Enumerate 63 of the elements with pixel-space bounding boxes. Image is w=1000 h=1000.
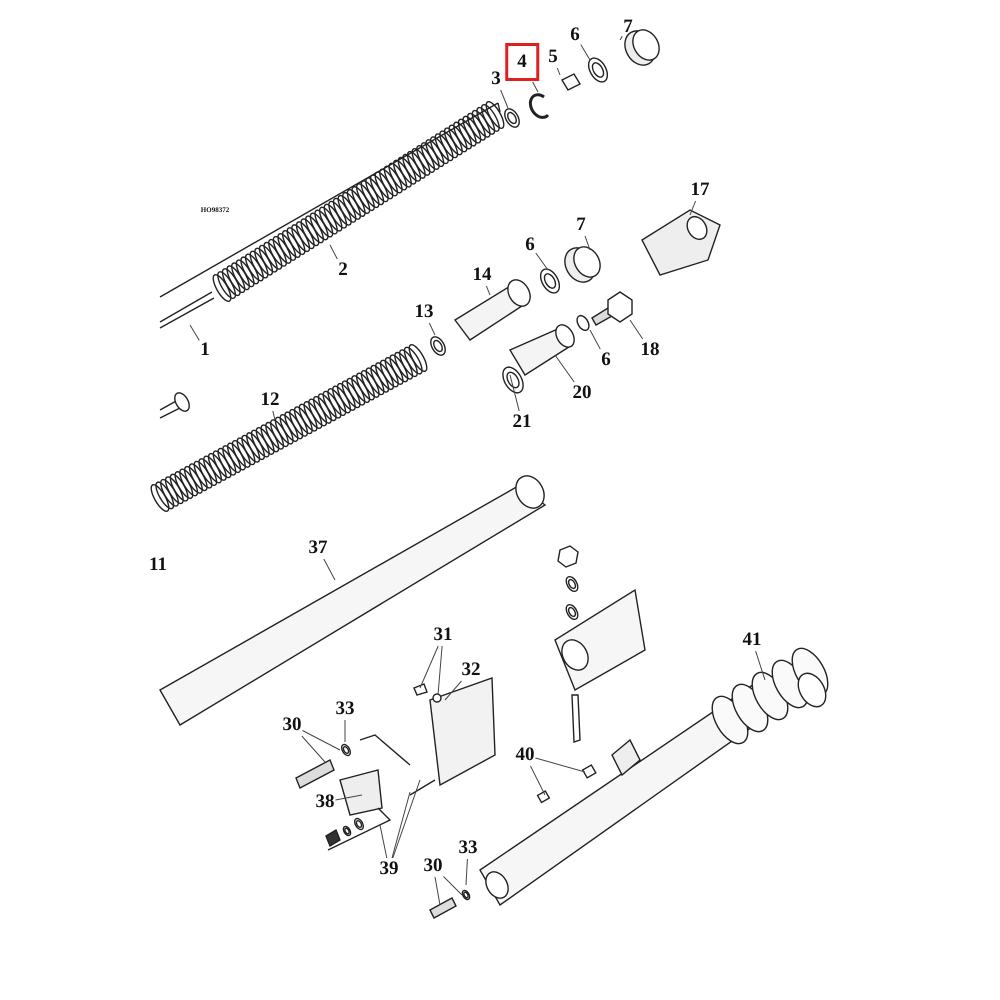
leader-line xyxy=(190,324,200,341)
callout-number: 39 xyxy=(380,859,398,879)
leader-line xyxy=(344,720,346,742)
leader-line xyxy=(530,766,546,796)
leader-line xyxy=(323,558,336,580)
callout-number: 20 xyxy=(572,383,592,403)
leader-line xyxy=(556,68,560,76)
callout-number: 31 xyxy=(434,625,452,645)
leader-line xyxy=(500,90,508,108)
leader-line xyxy=(535,252,548,270)
callout-number: 7 xyxy=(576,215,586,235)
leader-line xyxy=(301,736,326,762)
leader-line xyxy=(428,322,436,336)
leader-line xyxy=(302,730,340,750)
callout-number: 2 xyxy=(338,260,348,280)
leader-line xyxy=(466,858,468,886)
leader-line xyxy=(630,320,644,340)
leader-line xyxy=(580,44,590,60)
callout-number: 6 xyxy=(570,25,580,45)
callout-number: 21 xyxy=(512,412,532,432)
leader-line xyxy=(438,646,443,696)
leader-line xyxy=(590,330,601,350)
callout-number: 18 xyxy=(640,340,660,360)
callout-number: 30 xyxy=(282,715,302,735)
leader-line xyxy=(510,374,520,412)
callout-number: 33 xyxy=(336,699,354,719)
callout-number: 14 xyxy=(472,265,492,285)
callout-number: 7 xyxy=(623,17,633,37)
leader-line xyxy=(434,876,440,906)
callout-number: 40 xyxy=(516,745,534,765)
callout-number: 6 xyxy=(525,235,535,255)
leader-line xyxy=(392,792,410,858)
callout-number: 37 xyxy=(308,538,328,558)
callout-number: 11 xyxy=(149,555,167,575)
leader-line xyxy=(443,876,462,896)
callout-number: 12 xyxy=(260,390,280,410)
callout-number: 3 xyxy=(491,69,501,89)
callout-number: 5 xyxy=(548,47,558,67)
leader-line xyxy=(584,236,590,250)
leader-line xyxy=(755,650,766,680)
callout-number: 13 xyxy=(414,302,434,322)
leader-line xyxy=(272,410,276,420)
callout-number: 32 xyxy=(462,660,480,680)
leader-line xyxy=(330,244,338,260)
leader-line xyxy=(420,646,439,688)
callout-number: 33 xyxy=(458,838,478,858)
leader-line xyxy=(535,758,586,772)
leader-line xyxy=(444,680,462,700)
leader-line xyxy=(532,82,538,92)
leader-line xyxy=(392,780,420,858)
leader-line xyxy=(486,286,490,296)
callout-number: 17 xyxy=(690,180,710,200)
callout-number: 38 xyxy=(316,792,334,812)
leader-line xyxy=(335,794,362,800)
callout-number: 41 xyxy=(742,630,762,650)
highlighted-callout-number: 4 xyxy=(505,43,539,81)
leader-line xyxy=(380,824,388,858)
leader-line xyxy=(690,200,696,216)
leader-line xyxy=(620,36,623,40)
callout-number: 30 xyxy=(424,856,442,876)
leader-line xyxy=(554,354,575,382)
callout-number: 1 xyxy=(200,340,210,360)
callout-number: 6 xyxy=(601,350,611,370)
